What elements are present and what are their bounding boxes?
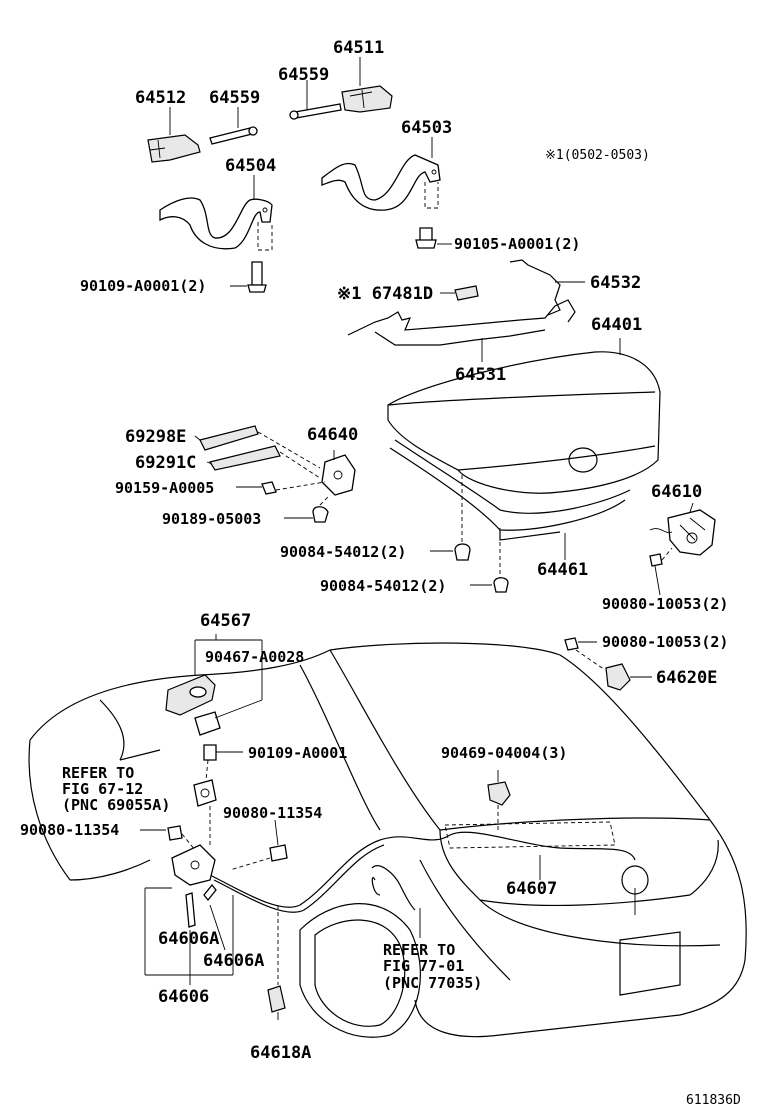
label-64610: 64610: [651, 482, 702, 502]
lock-assembly-64640: [194, 425, 356, 523]
label-64620e: 64620E: [656, 668, 717, 688]
label-64606a-right: 64606A: [203, 951, 264, 971]
label-64559-left: 64559: [209, 88, 260, 108]
label-64503: 64503: [401, 118, 452, 138]
ref1-line3: (PNC 69055A): [62, 796, 170, 814]
figure-id: 611836D: [686, 1093, 741, 1108]
note-production-period: ※1(0502-0503): [545, 148, 650, 163]
label-90084-54012-a: 90084-54012(2): [280, 543, 406, 561]
label-64401: 64401: [591, 315, 642, 335]
label-64531: 64531: [455, 365, 506, 385]
label-69298e: 69298E: [125, 427, 186, 447]
label-90080-10053-a: 90080-10053(2): [602, 595, 728, 613]
striker: [564, 637, 652, 691]
ref1-line2: FIG 67-12: [62, 780, 143, 798]
label-64607: 64607: [506, 879, 557, 899]
label-64461: 64461: [537, 560, 588, 580]
trunk-latch: [649, 502, 716, 596]
label-90159-a0005: 90159-A0005: [115, 479, 214, 497]
torsion-bars: [347, 259, 585, 362]
release-cables: [209, 831, 636, 938]
label-90467-a0028: 90467-A0028: [205, 648, 304, 666]
label-64606: 64606: [158, 987, 209, 1007]
cable-clip: [487, 770, 511, 830]
hinge-assembly-right: [289, 57, 452, 249]
label-64512: 64512: [135, 88, 186, 108]
ref2-line2: FIG 77-01: [383, 957, 464, 975]
label-90105-a0001: 90105-A0001(2): [454, 235, 580, 253]
label-90084-54012-b: 90084-54012(2): [320, 577, 446, 595]
label-90469-04004: 90469-04004(3): [441, 744, 567, 762]
label-64618a: 64618A: [250, 1043, 311, 1063]
label-90080-10053-b: 90080-10053(2): [602, 633, 728, 651]
ref2-line1: REFER TO: [383, 941, 455, 959]
label-90189-05003: 90189-05003: [162, 510, 261, 528]
label-67481d: ※1 67481D: [337, 284, 433, 304]
trunk-lid: [387, 338, 661, 560]
label-64559-right: 64559: [278, 65, 329, 85]
label-64567: 64567: [200, 611, 251, 631]
label-90080-11354-right: 90080-11354: [223, 804, 322, 822]
part-labels: 64511 64559 64512 64559 64503 64504 ※1(0…: [20, 38, 741, 1108]
bumpers: [430, 475, 509, 593]
label-69291c: 69291C: [135, 453, 196, 473]
release-lever-assembly: [140, 634, 288, 1020]
label-64511: 64511: [333, 38, 384, 58]
hinge-assembly-left: [147, 107, 273, 293]
label-64532: 64532: [590, 273, 641, 293]
label-64606a-left: 64606A: [158, 929, 219, 949]
ref2-line3: (PNC 77035): [383, 974, 482, 992]
label-90109-a0001-2: 90109-A0001(2): [80, 277, 206, 295]
ref1-line1: REFER TO: [62, 764, 134, 782]
label-90080-11354-left: 90080-11354: [20, 821, 119, 839]
label-90109-a0001: 90109-A0001: [248, 744, 347, 762]
label-64640: 64640: [307, 425, 358, 445]
label-64504: 64504: [225, 156, 276, 176]
